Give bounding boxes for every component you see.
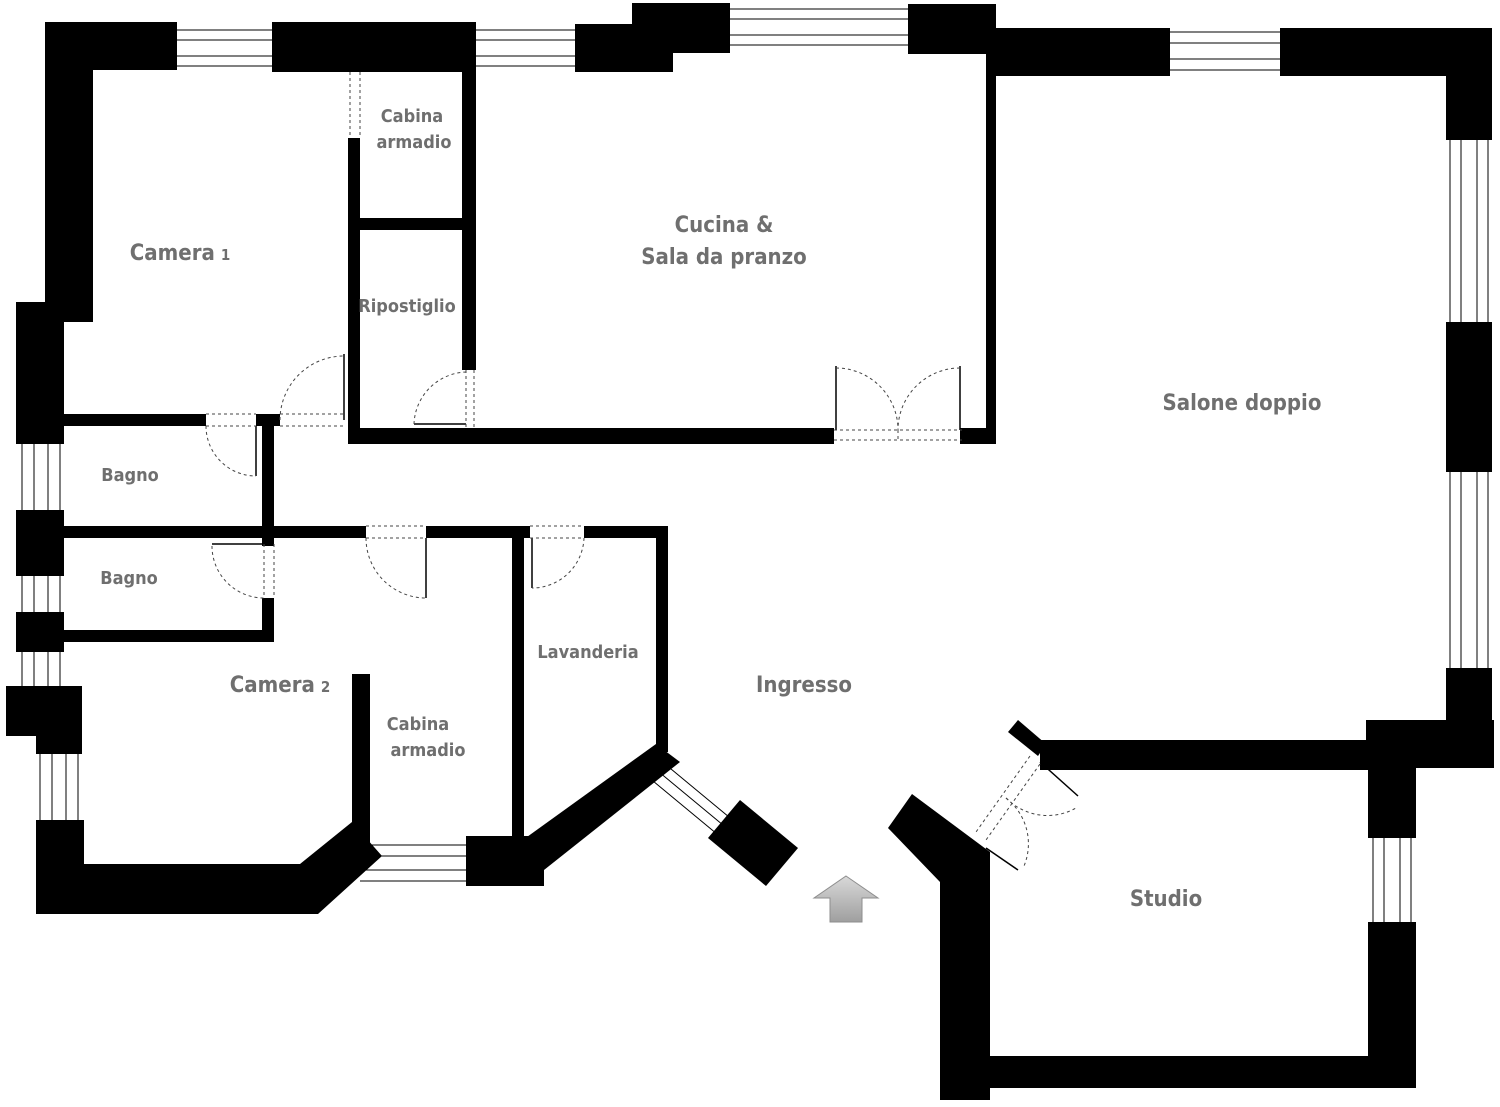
room-label-cucina-line1: Cucina &	[675, 213, 774, 238]
window-bagno2-left	[18, 574, 64, 614]
window-cabina2-bottom	[360, 842, 470, 884]
door-ripostiglio	[413, 370, 475, 428]
door-bagno2	[211, 543, 275, 599]
window-cucina-top	[728, 6, 910, 48]
room-label-cabina1-line2: armadio	[377, 132, 452, 153]
door-camera1	[279, 354, 345, 427]
door-cabina1	[349, 72, 361, 136]
window-camera2-left-a	[18, 650, 64, 690]
windows	[18, 6, 1491, 924]
door-studio	[975, 755, 1079, 871]
room-label-cabina1-line1: Cabina	[381, 106, 443, 127]
door-bagno1	[205, 413, 257, 477]
window-salone-right-lower	[1447, 470, 1491, 670]
room-label-cabina2-line1: Cabina	[387, 714, 449, 735]
door-camera2	[365, 525, 427, 599]
room-label-bagno1: Bagno	[101, 465, 159, 486]
room-label-salone: Salone doppio	[1163, 391, 1322, 416]
window-bagno1-left	[18, 440, 64, 512]
room-label-lavanderia: Lavanderia	[537, 642, 638, 663]
door-lavanderia	[530, 525, 585, 589]
window-cabina1-top	[474, 27, 578, 69]
window-salone-right-upper	[1447, 140, 1491, 324]
window-salone-top	[1168, 29, 1282, 73]
window-studio-right	[1370, 836, 1414, 924]
window-camera2-left-b	[36, 752, 82, 822]
room-label-ingresso: Ingresso	[756, 673, 852, 698]
window-lavanderia-diagonal	[648, 760, 738, 846]
window-camera1-top	[175, 27, 275, 69]
room-label-studio: Studio	[1130, 887, 1202, 912]
room-label-ripostiglio: Ripostiglio	[358, 296, 455, 317]
up-arrow-icon	[812, 875, 880, 923]
room-label-bagno2: Bagno	[100, 568, 158, 589]
doors	[205, 72, 1079, 871]
room-label-cucina-line2: Sala da pranzo	[641, 245, 807, 270]
walls	[6, 3, 1494, 1100]
room-label-cabina2-line2: armadio	[391, 740, 466, 761]
door-cucina-double	[834, 366, 962, 441]
